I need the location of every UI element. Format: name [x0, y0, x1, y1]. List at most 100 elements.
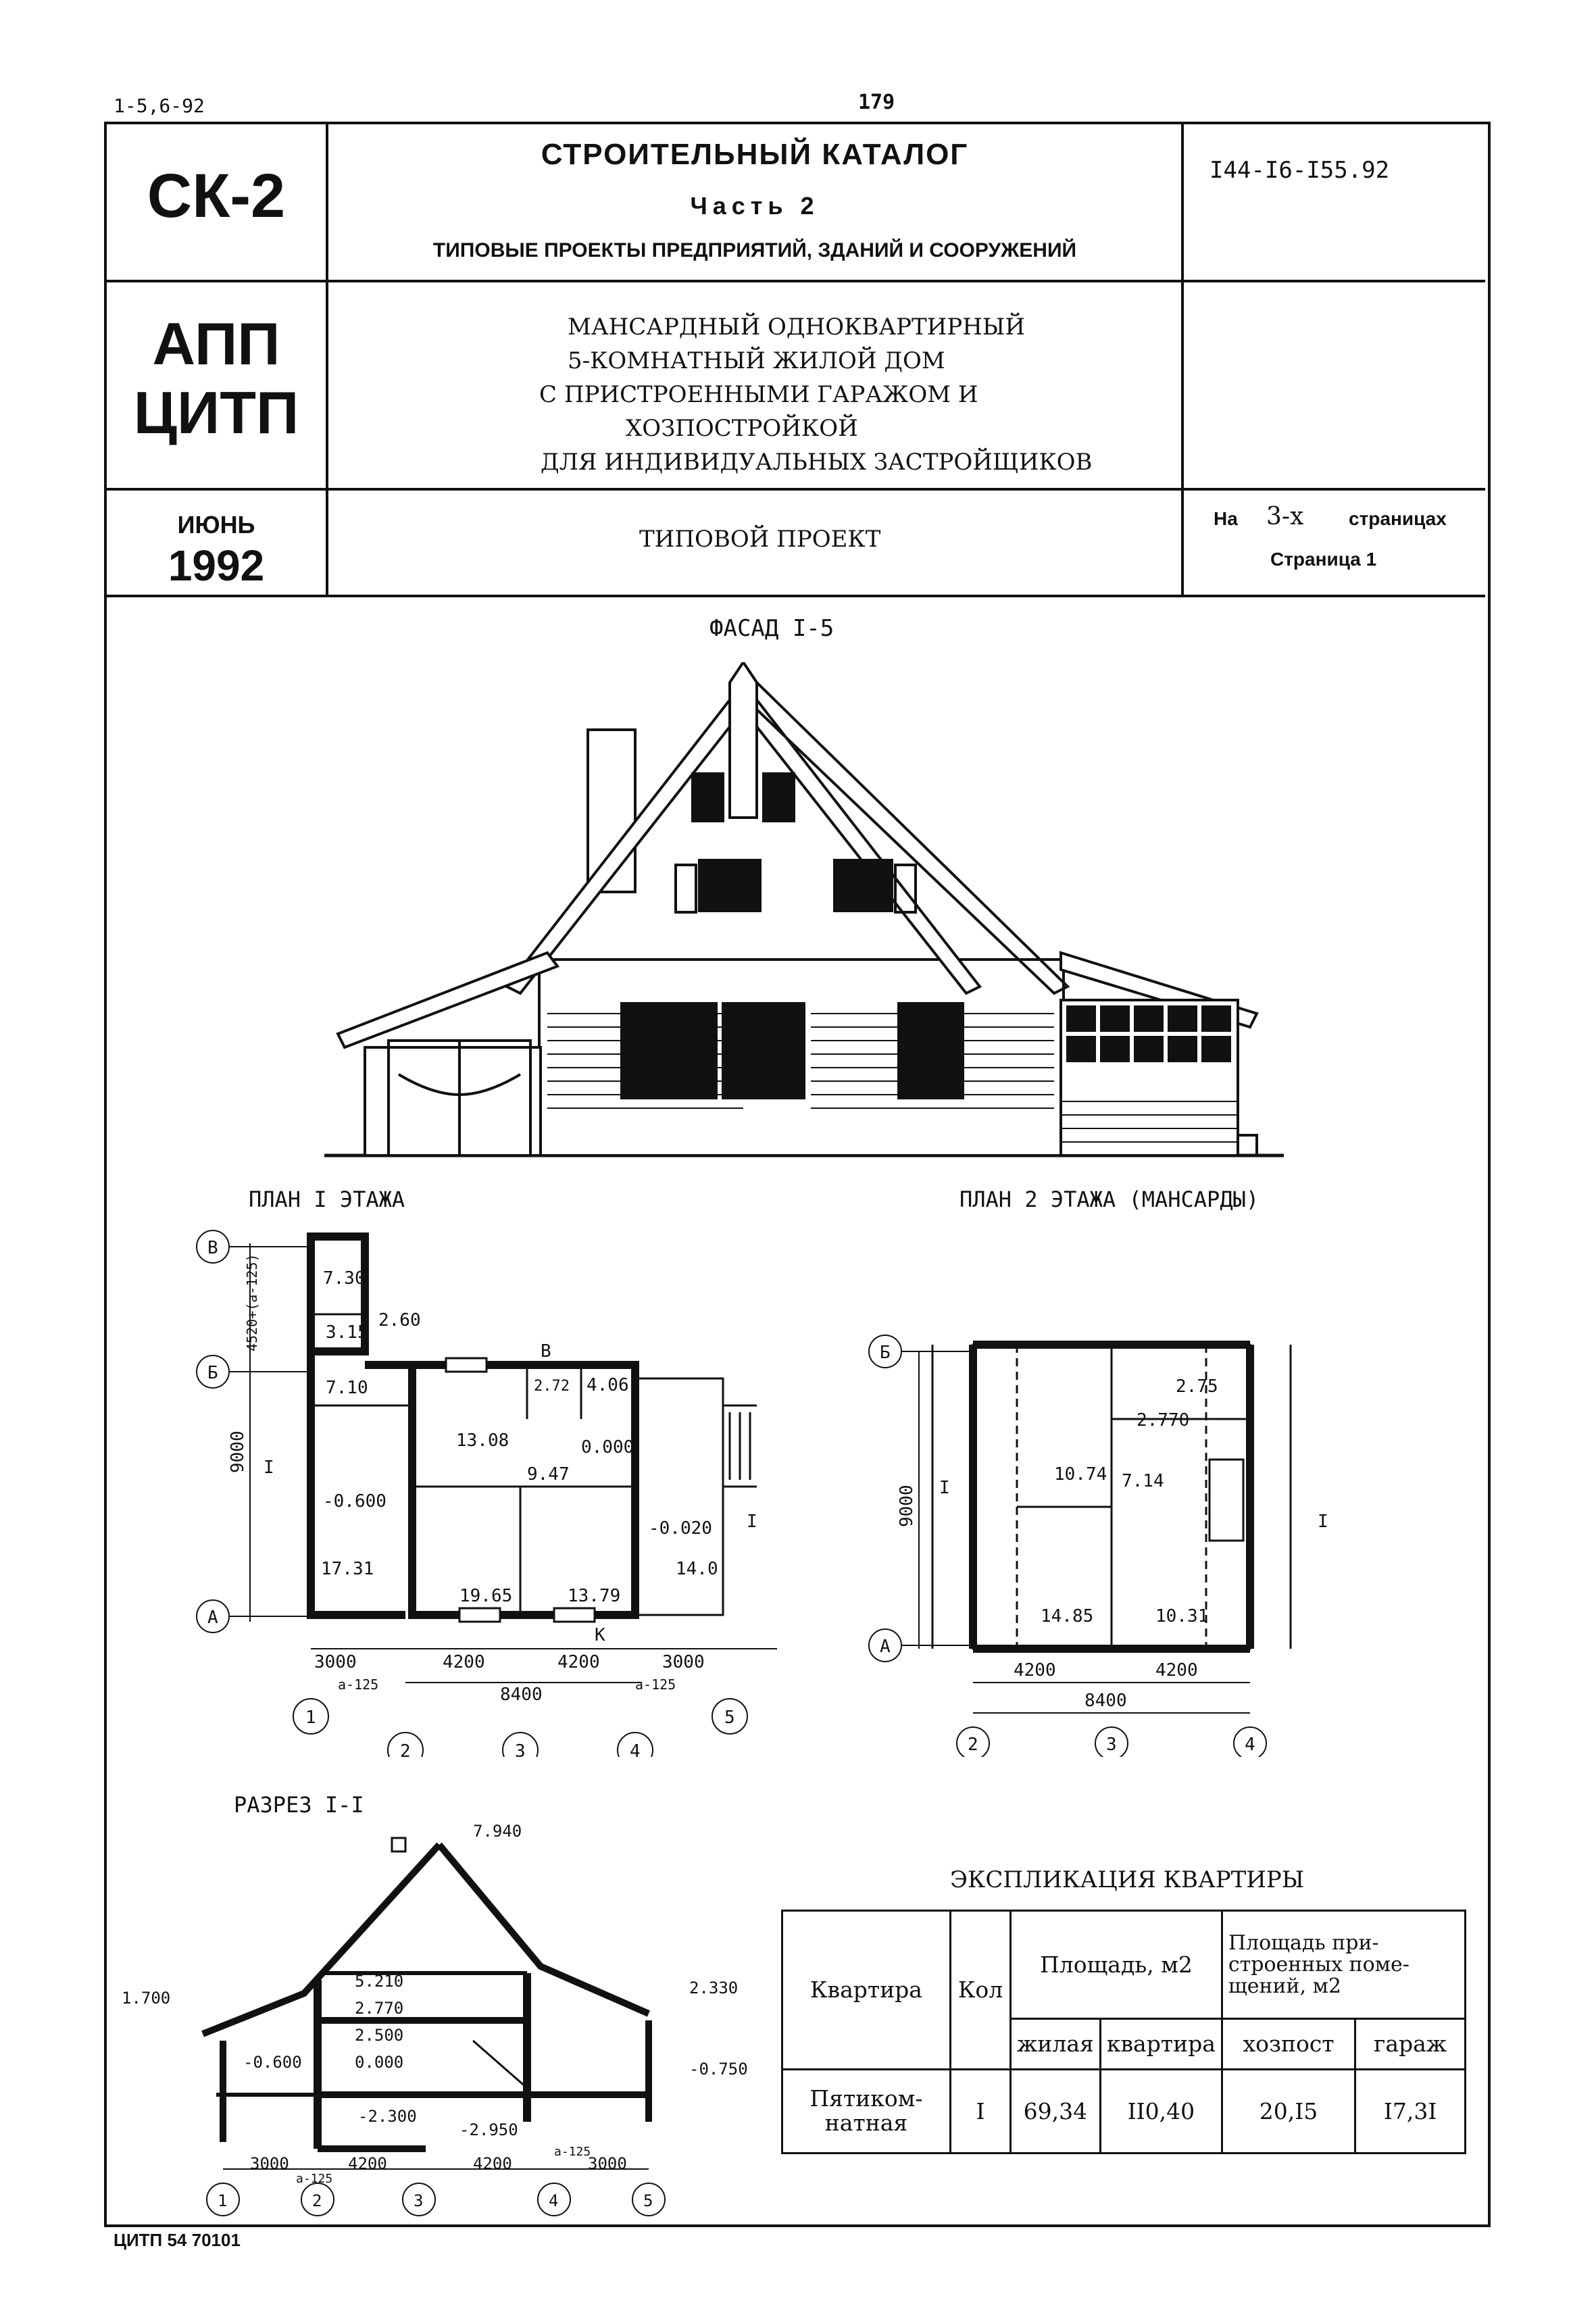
- plan2-dim-8400: 8400: [1084, 1691, 1127, 1711]
- plan2-area-10-74: 10.74: [1054, 1464, 1107, 1485]
- project-code: I44-I6-I55.92: [1210, 157, 1390, 184]
- section-level-minus-0-600: -0.600: [243, 2053, 302, 2072]
- plan1-area-4-06: 4.06: [587, 1375, 629, 1395]
- row-living-area: 69,34: [1009, 2068, 1101, 2155]
- plan2-level-2-770: 2.770: [1137, 1410, 1189, 1430]
- plan2-axis-4-label: 4: [1245, 1735, 1255, 1755]
- pages-suffix: страницах: [1349, 508, 1447, 529]
- explication-data-row: Пятиком-натная I 69,34 II0,40 20,I5 I7,3…: [781, 2068, 1466, 2155]
- plan1-dim-a125-right: a-125: [635, 1676, 676, 1693]
- col-area-header: Площадь, м2: [1009, 1909, 1223, 2020]
- plan1-axis-5-label: 5: [724, 1708, 735, 1728]
- row-apartment: Пятиком-натная: [781, 2068, 951, 2155]
- section-level-2-500: 2.500: [355, 2026, 403, 2045]
- section-level-0-000: 0.000: [355, 2053, 403, 2072]
- plan1-area-7-30: 7.30: [323, 1268, 366, 1289]
- catalog-series: СК-2: [147, 161, 286, 230]
- row-utility-area: 20,I5: [1220, 2068, 1357, 2155]
- section-axis-2-label: 2: [312, 2191, 322, 2210]
- col-count-header: Кол: [949, 1910, 1012, 2070]
- plan1-area-9-47: 9.47: [527, 1464, 570, 1485]
- plan1-area-14-0: 14.0: [676, 1559, 718, 1579]
- plan1-area-19-65: 19.65: [459, 1586, 512, 1606]
- plan2-dim-4200-right: 4200: [1155, 1660, 1198, 1681]
- plan2-title: ПЛАН 2 ЭТАЖА (МАНСАРДЫ): [959, 1187, 1260, 1212]
- plan1-mark-k: К: [595, 1625, 605, 1645]
- section-level-7-940: 7.940: [473, 1822, 522, 1841]
- plan1-area-17-31: 17.31: [321, 1559, 374, 1579]
- plan1-axis-1-label: 1: [305, 1708, 316, 1728]
- plan1-axis-v-label: В: [207, 1238, 218, 1258]
- plan1-area-13-79: 13.79: [568, 1586, 620, 1606]
- plan1-dim-8400: 8400: [500, 1685, 543, 1705]
- plan2-axis-3-label: 3: [1106, 1735, 1117, 1755]
- sub-apartment-header: квартира: [1099, 2018, 1223, 2070]
- section-axis-1-label: 1: [218, 2191, 227, 2210]
- plan1-title: ПЛАН I ЭТАЖА: [249, 1187, 405, 1212]
- page-label: Страница 1: [1270, 549, 1377, 570]
- plan1-axis-4-label: 4: [630, 1741, 641, 1757]
- section-dim-a125-left: a-125: [296, 2172, 332, 2186]
- plan1-area-13-08: 13.08: [456, 1430, 509, 1451]
- row-garage-area: I7,3I: [1354, 2068, 1466, 2155]
- plan1-dim-3000-left: 3000: [314, 1652, 357, 1672]
- project-title-line-2: 5-КОМНАТНЫЙ ЖИЛОЙ ДОМ: [568, 347, 945, 374]
- page-frame: [104, 122, 1491, 2227]
- explication-subheader-row: жилая квартира хозпост гараж: [782, 2018, 1466, 2070]
- catalog-part-subtitle: ТИПОВЫЕ ПРОЕКТЫ ПРЕДПРИЯТИЙ, ЗДАНИЙ И СО…: [432, 239, 1077, 262]
- project-title-line-3: С ПРИСТРОЕННЫМИ ГАРАЖОМ И: [539, 381, 978, 408]
- header-divider-2: [1181, 122, 1184, 597]
- plan1-axis-3-label: 3: [515, 1741, 526, 1757]
- release-month: ИЮНЬ: [177, 511, 255, 539]
- header-divider-1: [326, 122, 328, 597]
- section-dim-4200-left: 4200: [348, 2154, 387, 2173]
- row-apartment-area: II0,40: [1099, 2068, 1223, 2155]
- plan2-area-7-14: 7.14: [1122, 1471, 1164, 1491]
- col-attached-header: Площадь при-строенных поме-щений, м2: [1220, 1909, 1467, 2020]
- plan2-area-2-75: 2.75: [1176, 1376, 1218, 1397]
- explication-table: Квартира Кол Площадь, м2 Площадь при-стр…: [781, 1909, 1467, 2155]
- header-row-line-3: [104, 595, 1485, 597]
- section-axis-5-label: 5: [643, 2191, 653, 2210]
- project-title-line-1: МАНСАРДНЫЙ ОДНОКВАРТИРНЫЙ: [568, 314, 1025, 341]
- project-title-line-5: ДЛЯ ИНДИВИДУАЛЬНЫХ ЗАСТРОЙЩИКОВ: [541, 449, 1093, 476]
- row-count: I: [949, 2068, 1012, 2155]
- section-drawing: 7.940 5.210 2.770 2.500 0.000 -0.600 -2.…: [122, 1822, 748, 2216]
- explication-header-row: Квартира Кол Площадь, м2 Площадь при-стр…: [781, 1909, 1467, 2070]
- plan2-drawing: Б А 2 3 4 4200 4200 8400 9000 2.75 10.74…: [868, 1335, 1328, 1757]
- project-type: ТИПОВОЙ ПРОЕКТ: [639, 526, 881, 553]
- section-dim-a125-right: a-125: [554, 2145, 591, 2159]
- release-year: 1992: [168, 541, 265, 590]
- section-level-2-770: 2.770: [355, 1999, 403, 2018]
- plan1-area-7-10: 7.10: [326, 1378, 368, 1398]
- page-number: 179: [858, 91, 895, 114]
- plan1-level-minus-0-020: -0.020: [649, 1518, 712, 1539]
- plan1-dim-4200-left: 4200: [443, 1652, 485, 1672]
- organization-line-2: ЦИТП: [133, 379, 299, 446]
- plan1-dim-4200-right: 4200: [557, 1652, 600, 1672]
- plan1-axis-b-label: Б: [207, 1363, 218, 1383]
- plan1-level-0-000: 0.000: [581, 1437, 634, 1458]
- section-dim-3000-right: 3000: [588, 2154, 627, 2173]
- plan2-axis-2-label: 2: [968, 1735, 978, 1755]
- plan1-mark-v: В: [541, 1341, 551, 1362]
- project-title-line-4: ХОЗПОСТРОЙКОЙ: [626, 415, 858, 442]
- section-axis-3-label: 3: [414, 2191, 423, 2210]
- plan1-axis-2-label: 2: [400, 1741, 411, 1757]
- sub-living-header: жилая: [1009, 2018, 1101, 2070]
- plan2-section-mark-right: I: [1318, 1512, 1328, 1532]
- plan1-section-mark-right: I: [747, 1512, 757, 1532]
- col-apartment-header: Квартира: [781, 1910, 951, 2070]
- section-level-1-700: 1.700: [122, 1989, 170, 2008]
- header-row-line-2: [104, 488, 1485, 491]
- plan1-level-minus-0-600: -0.600: [323, 1491, 386, 1512]
- plan2-dim-9000: 9000: [897, 1485, 917, 1527]
- plan1-dim-a125-left: a-125: [338, 1676, 378, 1693]
- document-code: 1-5,6-92: [114, 95, 205, 117]
- plan1-area-2-60: 2.60: [378, 1310, 421, 1330]
- plan1-dim-4520: 4520+(a-125): [244, 1254, 260, 1352]
- footer-code: ЦИТП 54 70101: [114, 2230, 241, 2250]
- plan2-dim-4200-left: 4200: [1014, 1660, 1056, 1681]
- catalog-title: СТРОИТЕЛЬНЫЙ КАТАЛОГ: [541, 138, 969, 171]
- plan1-drawing: В Б А 1 5 2 3 4 3000 4200 4200 3000 8400…: [196, 1230, 777, 1757]
